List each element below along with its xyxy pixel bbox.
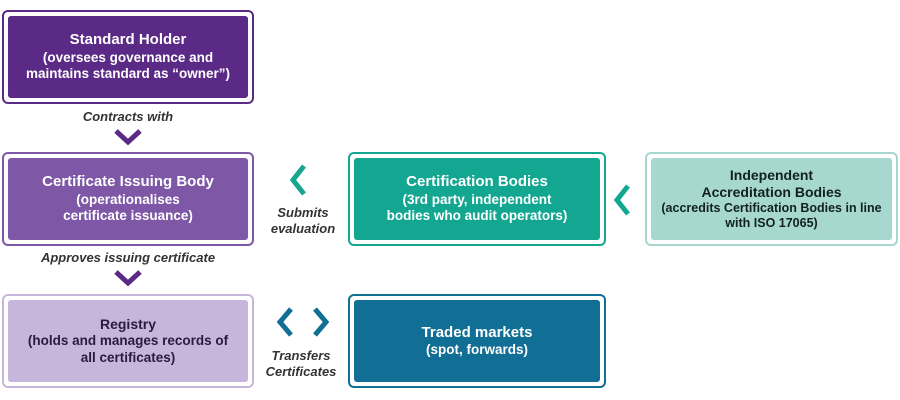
approves-issuing-label: Approves issuing certificate [40,250,216,265]
certificate-issuing-body-node: Certificate Issuing Body (operationalise… [8,158,248,240]
standard-holder-title: Standard Holder [69,31,187,49]
traded-markets-node: Traded markets (spot, forwards) [354,300,600,382]
accreditation-bodies-node: Independent Accreditation Bodies (accred… [651,158,892,240]
registry-subtitle: (holds and manages records of all certif… [27,333,229,365]
chevron-left-icon [613,184,630,216]
traded-markets-title: Traded markets [421,323,533,341]
standard-holder-subtitle: (oversees governance and maintains stand… [25,49,231,82]
chevron-left-right-icon [276,307,330,337]
submits-evaluation-label: Submits evaluation [270,205,336,237]
chevron-left-icon [289,164,306,196]
chevron-down-icon [114,270,142,287]
traded-markets-subtitle: (spot, forwards) [425,341,528,357]
accreditation-bodies-title: Independent Accreditation Bodies [701,166,842,200]
certificate-issuing-body-title: Certificate Issuing Body [42,173,214,191]
certification-bodies-title: Certification Bodies [406,173,548,191]
certification-bodies-node: Certification Bodies (3rd party, indepen… [354,158,600,240]
certificate-issuing-body-subtitle: (operationalises certificate issuance) [63,191,193,224]
certification-bodies-subtitle: (3rd party, independent bodies who audit… [386,191,568,224]
transfers-certificates-label: Transfers Certificates [265,348,337,380]
accreditation-bodies-subtitle: (accredits Certification Bodies in line … [661,200,882,231]
registry-node: Registry (holds and manages records of a… [8,300,248,382]
chevron-down-icon [114,129,142,146]
registry-title: Registry [99,315,157,332]
contracts-with-label: Contracts with [82,109,174,124]
standard-holder-node: Standard Holder (oversees governance and… [8,16,248,98]
